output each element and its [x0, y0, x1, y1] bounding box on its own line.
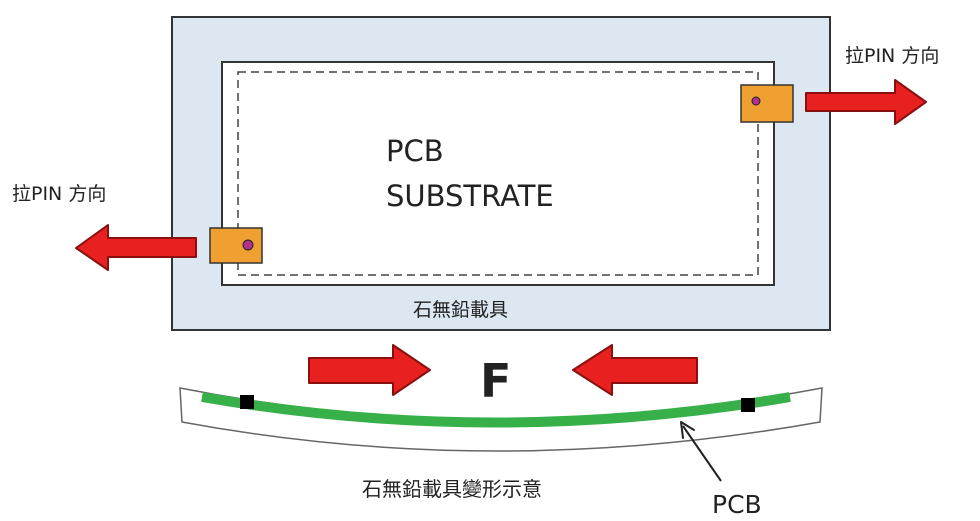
pcb-pointer-label: PCB — [712, 490, 762, 519]
pcb-pointer-line — [682, 425, 722, 482]
pull-arrow-left — [75, 224, 197, 271]
force-arrow-left — [308, 344, 431, 396]
pin-hole-right — [751, 96, 761, 106]
deformation-label: 石無鉛載具變形示意 — [362, 477, 542, 501]
pull-arrow-right — [805, 79, 927, 125]
deformed-pin-marker-left — [240, 395, 254, 409]
pull-direction-left-label: 拉PIN 方向 — [12, 183, 106, 205]
pin-block-right — [740, 84, 794, 123]
pin-hole-left — [242, 239, 254, 251]
deformed-pcb-strip — [201, 392, 791, 428]
pcb-pointer-head — [680, 421, 695, 439]
carrier-label: 石無鉛載具 — [413, 299, 508, 321]
substrate-label-line2: SUBSTRATE — [386, 179, 554, 213]
substrate-dashed-outline — [237, 71, 759, 276]
pin-block-left — [209, 227, 263, 264]
substrate-label-line1: PCB — [386, 134, 444, 168]
pull-direction-right-label: 拉PIN 方向 — [845, 45, 939, 67]
force-arrow-right — [572, 344, 698, 396]
deformed-pin-marker-right — [741, 398, 755, 412]
pcb-substrate — [221, 61, 775, 286]
force-label: F — [480, 354, 511, 408]
